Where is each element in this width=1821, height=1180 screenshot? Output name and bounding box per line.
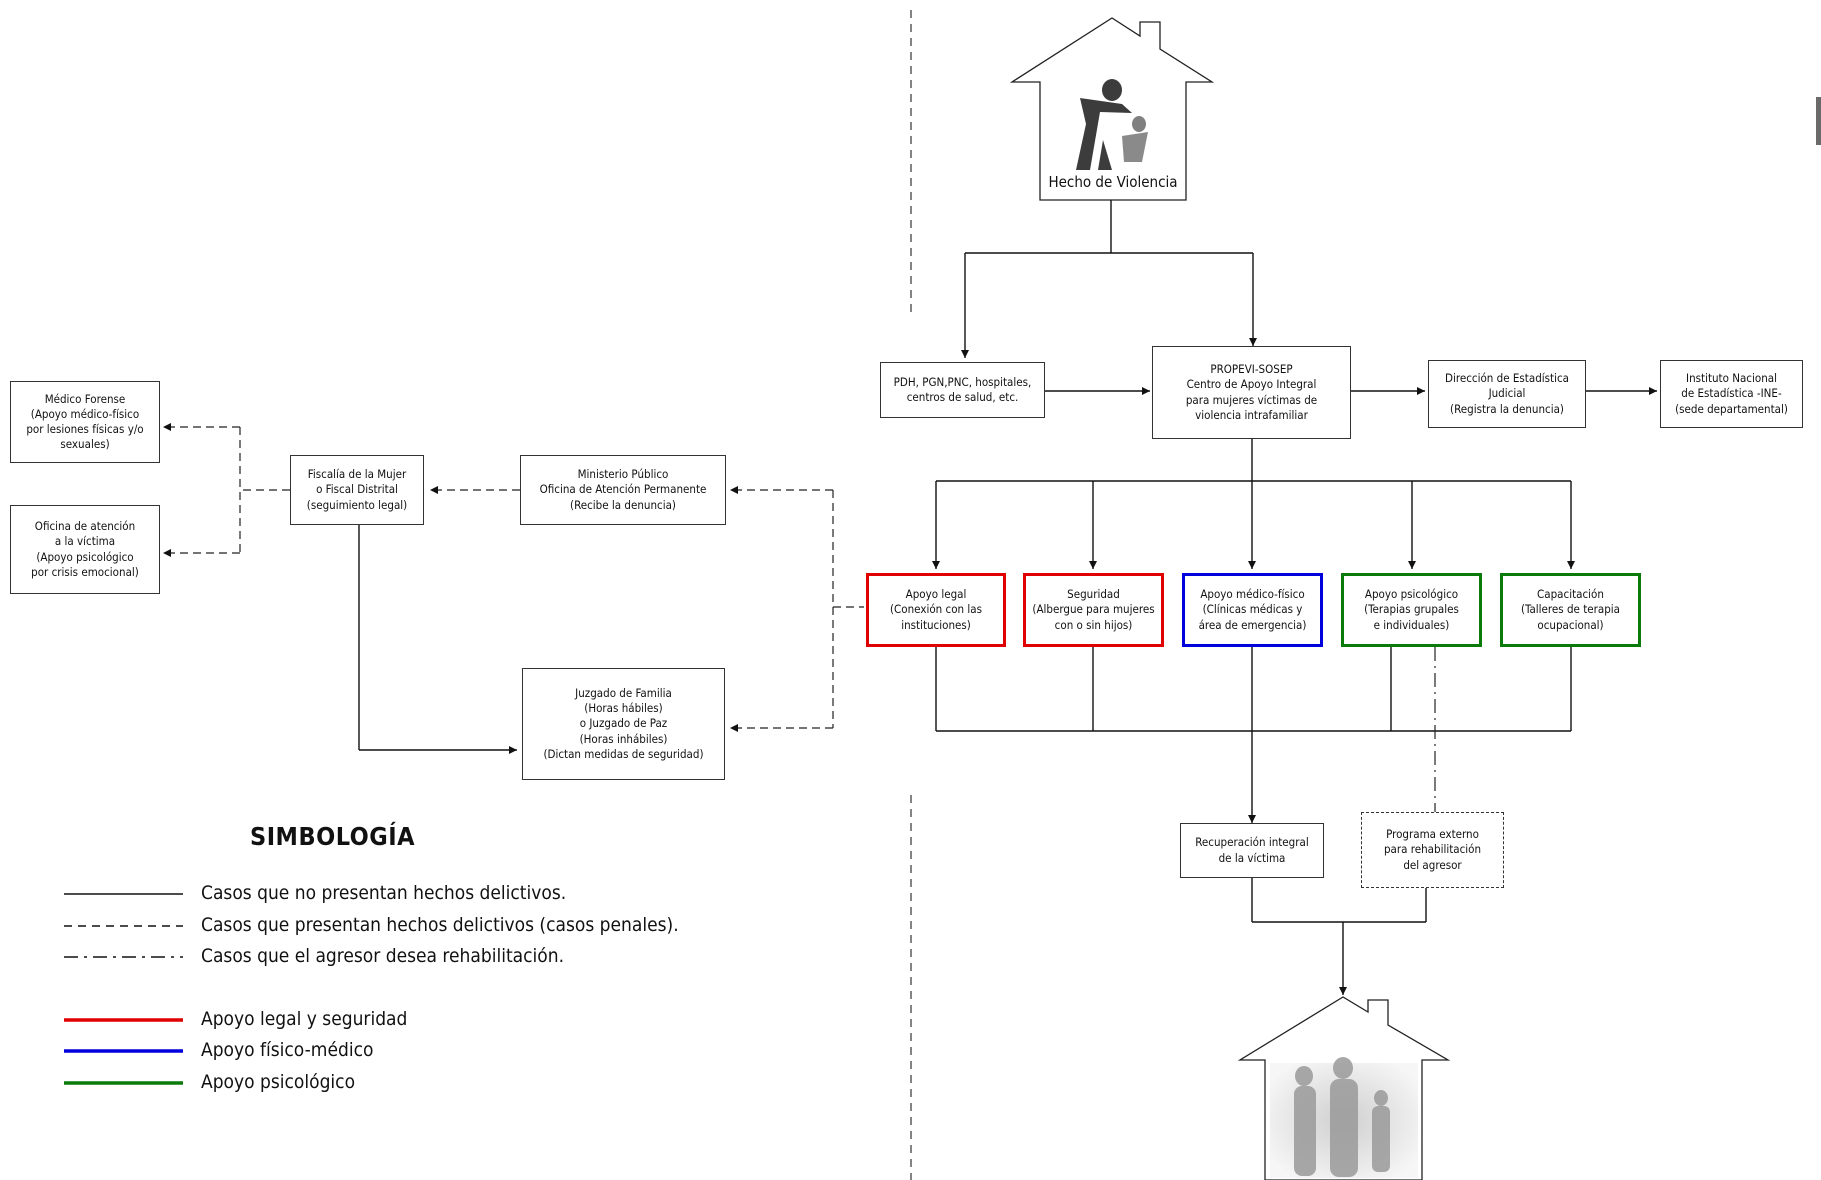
violence-event-label: Hecho de Violencia <box>1048 173 1178 191</box>
legend-red-label: Apoyo legal y seguridad <box>201 1008 408 1030</box>
box-text-line: Apoyo médico-físico <box>1200 587 1305 602</box>
box-text-line: Centro de Apoyo Integral <box>1186 377 1317 392</box>
box-text-line: Capacitación <box>1537 587 1604 602</box>
box-text-line: con o sin hijos) <box>1054 617 1133 632</box>
box-text-line: Judicial <box>1488 386 1526 401</box>
legend-dashdot-label: Casos que el agresor desea rehabilitació… <box>201 945 564 967</box>
legend-dashed-label: Casos que presentan hechos delictivos (c… <box>201 914 679 936</box>
box-text-line: Juzgado de Familia <box>575 686 672 701</box>
box-text-line: por lesiones físicas y/o <box>26 422 144 436</box>
box-text-line: Programa externo <box>1386 827 1479 842</box>
box-text-line: Apoyo psicológico <box>1364 587 1459 602</box>
box-text-line: (Conexión con las <box>890 602 982 617</box>
legend-green-label: Apoyo psicológico <box>201 1071 356 1093</box>
box-text-line: ocupacional) <box>1537 617 1604 632</box>
box-text-line: Instituto Nacional <box>1686 371 1777 386</box>
box-text-line: de Estadística -INE- <box>1681 386 1782 401</box>
box-text-line: Médico Forense <box>44 391 126 406</box>
pdh-pgn-pnc-box: PDH, PGN,PNC, hospitales,centros de salu… <box>880 362 1045 418</box>
box-text-line: (Talleres de terapia <box>1521 602 1620 617</box>
box-text-line: del agresor <box>1403 857 1462 872</box>
box-text-line: para mujeres víctimas de <box>1185 392 1318 407</box>
box-text-line: Recuperación integral <box>1195 835 1309 850</box>
box-text-line: de la víctima <box>1218 850 1286 865</box>
violence-figure-icon <box>1076 79 1148 170</box>
box-text-line: (Clínicas médicas y <box>1202 602 1303 617</box>
box-text-line: centros de salud, etc. <box>906 390 1019 404</box>
box-text-line: área de emergencia) <box>1198 617 1307 632</box>
box-text-line: Oficina de Atención Permanente <box>539 482 707 497</box>
box-text-line: (Horas hábiles) <box>584 701 663 716</box>
box-text-line: (Recibe la denuncia) <box>570 497 676 512</box>
box-text-line: Ministerio Público <box>577 467 669 482</box>
box-text-line: Dirección de Estadística <box>1445 371 1569 386</box>
box-text-line: (Registra la denuncia) <box>1450 401 1564 416</box>
edge-marker <box>1816 97 1821 145</box>
legend-blue-label: Apoyo físico-médico <box>201 1039 374 1061</box>
box-text-line: (seguimiento legal) <box>306 497 408 512</box>
box-text-line: o Juzgado de Paz <box>579 716 668 731</box>
box-text-line: o Fiscal Distrital <box>316 482 398 497</box>
box-text-line: PDH, PGN,PNC, hospitales, <box>893 374 1032 389</box>
legend-solid-label: Casos que no presentan hechos delictivos… <box>201 882 567 904</box>
legend-title: SIMBOLOGÍA <box>250 822 415 851</box>
box-text-line: por crisis emocional) <box>31 564 139 579</box>
box-text-line: Oficina de atención <box>34 519 136 534</box>
family-figure-icon <box>1270 1057 1418 1178</box>
box-text-line: (Dictan medidas de seguridad) <box>543 746 704 761</box>
box-text-line: (Albergue para mujeres <box>1032 602 1155 617</box>
box-text-line: sexuales) <box>60 437 110 452</box>
box-text-line: (Horas inhábiles) <box>579 731 668 746</box>
box-text-line: (Apoyo psicológico <box>36 549 134 564</box>
box-text-line: (sede departamental) <box>1675 401 1788 416</box>
box-text-line: (Apoyo médico-físico <box>30 406 140 421</box>
box-text-line: a la víctima <box>54 534 116 549</box>
box-text-line: e individuales) <box>1373 617 1450 632</box>
box-text-line: violencia intrafamiliar <box>1195 407 1308 422</box>
legend-line-samples <box>64 893 183 1085</box>
box-text-line: Apoyo legal <box>905 587 967 602</box>
box-text-line: (Terapias grupales <box>1364 602 1459 617</box>
juzgado-box: Juzgado de Familia(Horas hábiles)o Juzga… <box>522 668 725 780</box>
box-text-line: Seguridad <box>1067 587 1120 602</box>
box-text-line: instituciones) <box>901 617 971 632</box>
box-text-line: PROPEVI-SOSEP <box>1210 362 1293 377</box>
box-text-line: Fiscalía de la Mujer <box>307 467 407 482</box>
box-text-line: para rehabilitación <box>1383 842 1482 857</box>
